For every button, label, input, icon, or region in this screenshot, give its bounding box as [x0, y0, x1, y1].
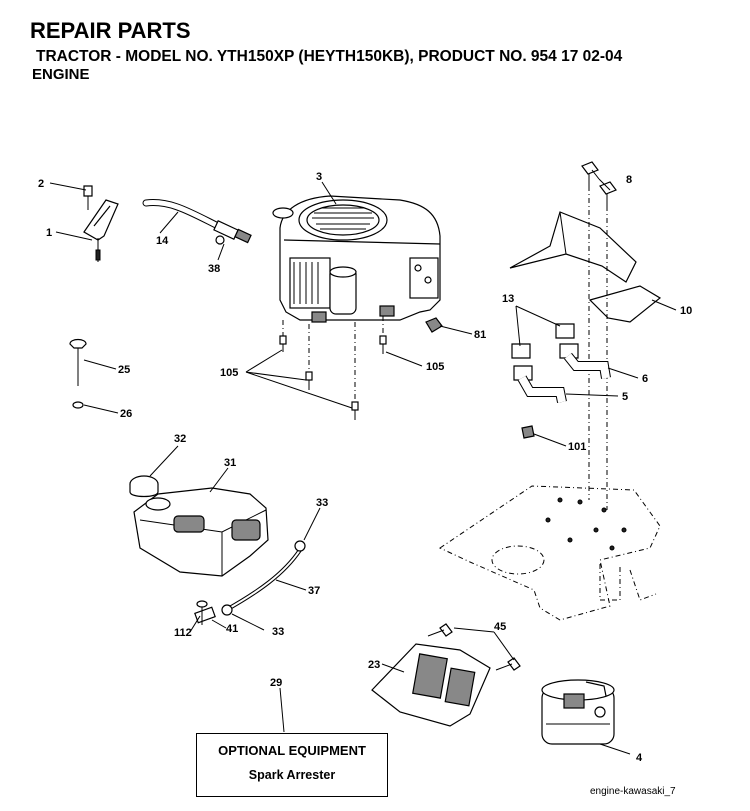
callout-6: 6 — [642, 373, 648, 385]
callout-labels: 1 2 3 4 5 6 8 10 13 14 23 25 26 29 31 32… — [38, 171, 692, 764]
callout-14: 14 — [156, 235, 169, 247]
engine-drawing — [272, 195, 441, 323]
callout-2: 2 — [38, 178, 44, 190]
nut-81-drawing — [425, 317, 443, 333]
callout-10: 10 — [680, 305, 692, 317]
throttle-bracket-drawing — [83, 185, 119, 262]
callout-105-right: 105 — [426, 361, 444, 373]
callout-38: 38 — [208, 263, 220, 275]
callout-8: 8 — [626, 174, 632, 186]
section-label: ENGINE — [32, 66, 90, 83]
optional-equipment-box: OPTIONAL EQUIPMENT Spark Arrester — [196, 733, 388, 797]
shield-plate-drawing — [371, 623, 521, 727]
callout-112: 112 — [174, 627, 192, 639]
callout-33-upper: 33 — [316, 497, 328, 509]
model-subtitle: TRACTOR - MODEL NO. YTH150XP (HEYTH150KB… — [36, 48, 623, 65]
optional-equipment-title: OPTIONAL EQUIPMENT — [218, 743, 366, 758]
callout-1: 1 — [46, 227, 52, 239]
callout-13: 13 — [502, 293, 514, 305]
callout-33-lower: 33 — [272, 626, 284, 638]
callout-105-left: 105 — [220, 367, 238, 379]
leader-lines — [49, 169, 677, 755]
callout-31: 31 — [224, 457, 236, 469]
exhaust-pipe-drawing — [511, 323, 611, 439]
optional-equipment-item: Spark Arrester — [248, 768, 336, 782]
fuel-line-drawing — [142, 199, 252, 245]
fuel-tank-drawing — [129, 475, 269, 577]
callout-101: 101 — [568, 441, 586, 453]
callout-25: 25 — [118, 364, 130, 376]
muffler-drawing — [541, 679, 615, 745]
callout-41: 41 — [226, 623, 238, 635]
heat-shield-drawing — [509, 161, 662, 510]
callout-23: 23 — [368, 659, 380, 671]
callout-32: 32 — [174, 433, 186, 445]
callout-3: 3 — [316, 171, 322, 183]
diagram-reference: engine-kawasaki_7 — [590, 786, 676, 797]
callout-4: 4 — [636, 752, 643, 764]
callout-37: 37 — [308, 585, 320, 597]
callout-45: 45 — [494, 621, 506, 633]
frame-drawing — [438, 485, 661, 621]
callout-29: 29 — [270, 677, 282, 689]
page-title: REPAIR PARTS — [30, 18, 191, 43]
callout-81: 81 — [474, 329, 486, 341]
dipstick-drawing — [69, 338, 87, 409]
callout-5: 5 — [622, 391, 628, 403]
fuel-line-37-drawing — [194, 540, 306, 625]
engine-bolts-drawing — [279, 316, 387, 420]
callout-26: 26 — [120, 408, 132, 420]
